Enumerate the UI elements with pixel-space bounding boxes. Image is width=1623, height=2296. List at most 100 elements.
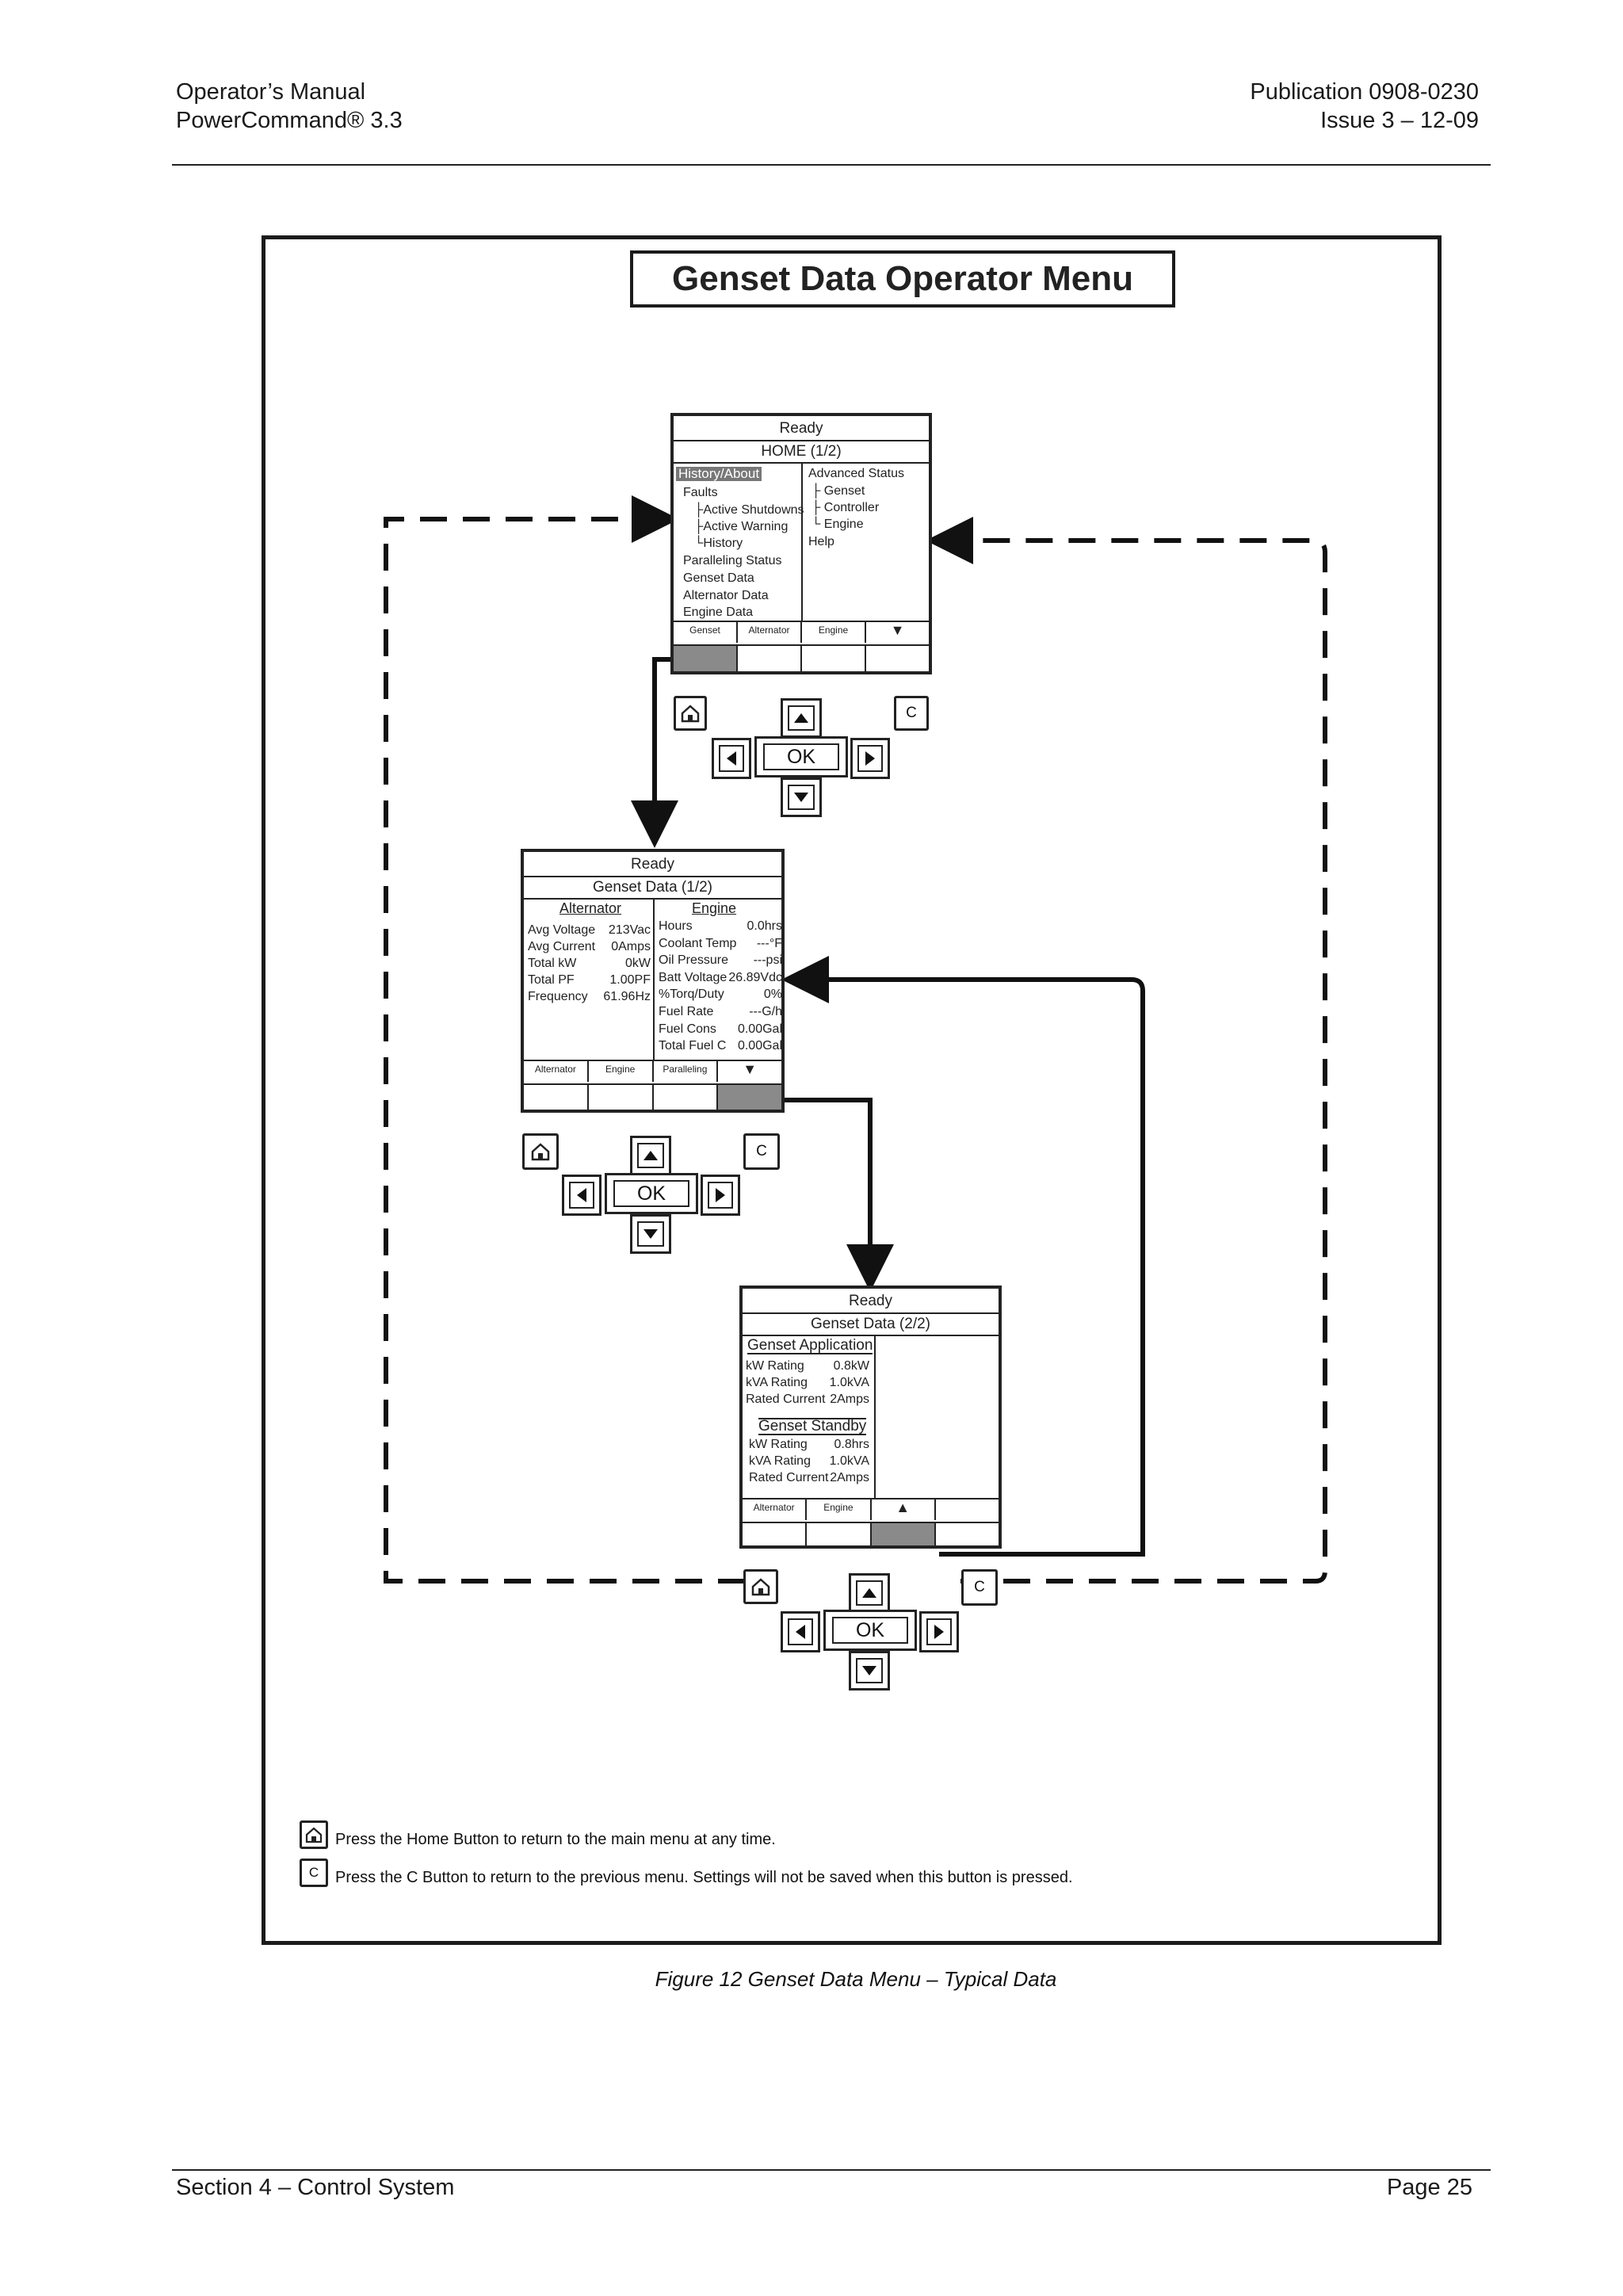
screen-title: HOME (1/2) [761,443,842,460]
screen-title: Genset Data (1/2) [592,879,713,896]
home-button[interactable] [674,696,707,731]
legend-c-button: C [300,1859,328,1887]
down-arrow-icon [643,1228,658,1239]
softkey-label-engine: Engine [802,622,866,643]
down-button[interactable] [781,777,822,817]
product-name: PowerCommand® 3.3 [176,108,403,133]
right-arrow-icon [865,751,875,766]
right-button[interactable] [701,1175,740,1216]
right-button[interactable] [919,1611,959,1652]
softkey-3[interactable] [654,1085,719,1110]
data-label: Rated Current [749,1471,829,1484]
home-icon [751,1578,770,1596]
up-button[interactable] [781,698,822,738]
menu-item-paralleling-status[interactable]: Paralleling Status [683,554,782,567]
section-name: Section 4 – Control System [176,2175,455,2200]
data-label: kVA Rating [749,1454,811,1468]
c-button[interactable]: C [743,1133,780,1170]
data-value: 0.00Gal [737,1039,782,1053]
softkey-label-genset: Genset [674,622,738,643]
c-button[interactable]: C [961,1569,998,1606]
genset1-to-genset2-arrow [785,1098,894,1292]
menu-item-genset-data[interactable]: Genset Data [683,571,754,585]
menu-item-history[interactable]: └History [694,537,743,550]
right-button[interactable] [850,738,890,779]
down-arrow-icon [794,792,808,802]
status-text: Ready [849,1293,892,1309]
home-button[interactable] [522,1133,559,1170]
up-arrow-icon [794,712,808,723]
screen-title: Genset Data (2/2) [810,1316,931,1332]
data-label: Coolant Temp [659,936,737,950]
legend-c-text: Press the C Button to return to the prev… [335,1869,1073,1886]
softkey-label-up: ▲ [872,1499,936,1520]
menu-item-advanced-status[interactable]: Advanced Status [808,467,904,480]
genset-data-1-screen: Ready Genset Data (1/2) Alternator Engin… [521,849,785,1113]
left-button[interactable] [781,1611,820,1652]
menu-item-alternator-data[interactable]: Alternator Data [683,589,769,602]
ok-button[interactable]: OK [605,1173,698,1214]
data-label: Total Fuel C [659,1039,727,1053]
left-arrow-icon [576,1188,586,1202]
left-button[interactable] [712,738,751,779]
softkey-3[interactable] [802,646,866,671]
data-label: Avg Voltage [528,923,596,937]
left-button[interactable] [562,1175,601,1216]
data-value: 0.0hrs [747,919,782,933]
menu-item-active-warning[interactable]: ├Active Warning [694,520,789,533]
softkey-2[interactable] [807,1523,872,1545]
data-value: ---G/h [749,1005,782,1018]
softkey-label-paralleling: Paralleling [654,1061,719,1082]
menu-item-faults[interactable]: Faults [683,486,718,499]
up-button[interactable] [630,1136,671,1175]
home-icon [681,705,700,723]
engine-header: Engine [692,900,737,916]
softkey-label-empty [936,1499,999,1520]
softkey-3[interactable] [871,1523,936,1545]
menu-item-adv-engine[interactable]: └ Engine [812,518,864,531]
data-value: 1.0kVA [829,1454,869,1468]
softkey-2[interactable] [738,646,802,671]
data-value: ---psi [753,953,782,968]
softkey-label-alternator: Alternator [524,1061,589,1082]
menu-item-adv-controller[interactable]: ├ Controller [812,501,880,514]
data-label: %Torq/Duty [659,988,724,1002]
softkey-label-engine: Engine [589,1061,654,1082]
softkey-4[interactable] [936,1523,999,1545]
softkey-4[interactable] [718,1085,781,1110]
softkey-label-alternator: Alternator [743,1499,808,1520]
down-button[interactable] [849,1651,890,1690]
softkey-1[interactable] [743,1523,808,1545]
menu-item-engine-data[interactable]: Engine Data [683,606,754,619]
menu-item-adv-genset[interactable]: ├ Genset [812,484,865,498]
page-number: Page 25 [1386,2175,1472,2200]
home-button[interactable] [743,1569,778,1604]
softkey-1[interactable] [674,646,738,671]
ok-button[interactable]: OK [754,736,848,777]
menu-item-help[interactable]: Help [808,535,834,548]
menu-item-history-about[interactable]: History/About [676,467,762,481]
ok-button[interactable]: OK [823,1610,917,1651]
down-button[interactable] [630,1214,671,1254]
genset-standby-header: Genset Standby [758,1418,867,1435]
data-label: kW Rating [746,1359,804,1373]
softkey-1[interactable] [524,1085,589,1110]
menu-item-active-shutdowns[interactable]: ├Active Shutdowns [694,503,804,517]
down-arrow-icon [862,1665,876,1675]
c-button[interactable]: C [894,696,929,731]
footer-rule [172,2169,1491,2171]
data-value: 0.8kW [833,1359,869,1373]
data-label: Total PF [528,973,575,987]
data-value: 1.0kVA [829,1376,869,1389]
genset-data-2-screen: Ready Genset Data (2/2) Genset Applicati… [739,1286,1002,1549]
data-label: Fuel Rate [659,1005,714,1018]
softkey-label-alternator: Alternator [738,622,802,643]
figure-caption: Figure 12 Genset Data Menu – Typical Dat… [655,1967,1057,1991]
up-arrow-icon [643,1150,658,1160]
issue-date: Issue 3 – 12-09 [1320,108,1479,133]
softkey-4[interactable] [866,646,929,671]
up-button[interactable] [849,1573,890,1613]
softkey-2[interactable] [589,1085,654,1110]
figure-title: Genset Data Operator Menu [630,250,1175,308]
